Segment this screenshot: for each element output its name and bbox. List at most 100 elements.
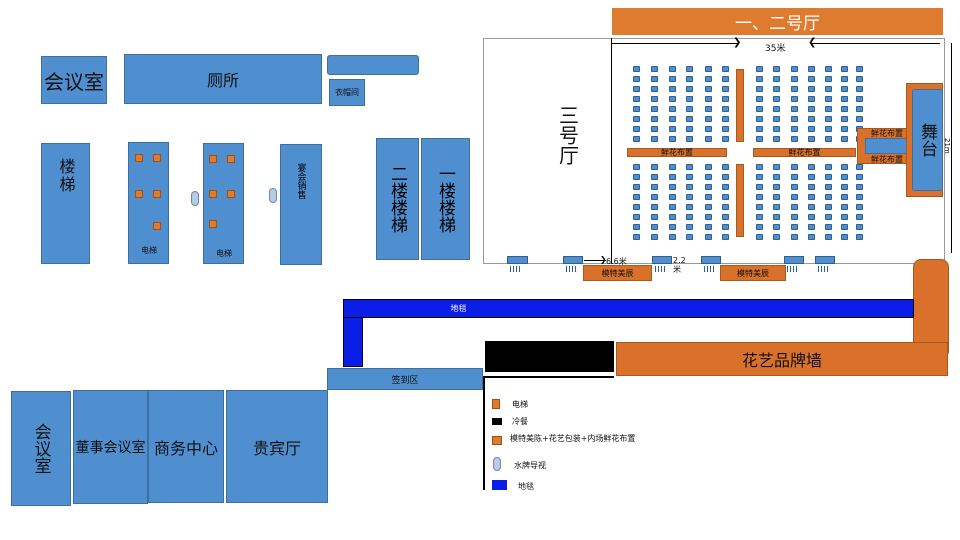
elevator-icon <box>153 154 161 162</box>
sign-in-area[interactable]: 签到区 <box>327 368 483 390</box>
seat-icon <box>633 116 640 122</box>
seat-icon <box>756 96 763 102</box>
restroom-label: 厕所 <box>206 71 239 90</box>
seat-icon <box>651 194 658 200</box>
seat-icon <box>825 214 832 220</box>
seat-icon <box>773 66 780 72</box>
seat-icon <box>825 204 832 210</box>
seat-icon <box>756 126 763 132</box>
seat-icon <box>686 194 693 200</box>
seat-icon <box>722 76 729 82</box>
seat-icon <box>856 106 863 112</box>
hall-1-2-label: 一、二号厅 <box>735 14 820 34</box>
divider-line <box>483 376 614 378</box>
seat-icon <box>808 224 815 230</box>
legend-label: 水牌导视 <box>514 461 546 470</box>
hall-3[interactable]: 三号厅 <box>548 100 588 170</box>
seat-icon <box>705 86 712 92</box>
dimension-line-right <box>812 43 940 44</box>
seat-icon <box>722 106 729 112</box>
seat-icon <box>705 106 712 112</box>
seat-icon <box>791 224 798 230</box>
seat-icon <box>633 106 640 112</box>
seat-icon <box>705 66 712 72</box>
seat-icon <box>722 86 729 92</box>
stage-flower-label-top: 鲜花布置 <box>871 128 903 138</box>
stage-label: 舞台 <box>917 123 937 157</box>
seat-icon <box>825 106 832 112</box>
flower-brand-wall[interactable]: 花艺品牌墙 <box>616 342 948 376</box>
model-display-2: 模特美辰 <box>720 265 786 281</box>
seat-icon <box>722 184 729 190</box>
seat-icon <box>808 184 815 190</box>
stairs-left[interactable]: 楼梯 <box>41 143 90 264</box>
seat-icon <box>651 76 658 82</box>
seat-icon <box>841 234 848 240</box>
seat-icon <box>841 164 848 170</box>
restroom[interactable]: 厕所 <box>124 54 322 104</box>
seat-icon <box>756 194 763 200</box>
seat-icon <box>756 214 763 220</box>
seat-icon <box>633 174 640 180</box>
flower-arrangement-right: 鲜花布置 <box>753 148 856 157</box>
seat-icon <box>651 66 658 72</box>
divider-line-vertical <box>483 376 485 490</box>
seat-icon <box>722 174 729 180</box>
water-sign-bench <box>652 256 672 272</box>
seat-icon <box>633 96 640 102</box>
seat-icon <box>791 86 798 92</box>
seat-icon <box>756 164 763 170</box>
seat-icon <box>705 184 712 190</box>
elevator-icon <box>227 155 235 163</box>
legend: 电梯 冷餐 模特美陈+花艺包装+内场鲜花布置 水牌导视 地毯 <box>490 396 650 496</box>
flower-arrangement-left: 鲜花布置 <box>627 148 727 157</box>
decor-legend-icon <box>492 436 502 445</box>
elevator-icon <box>209 190 217 198</box>
vip-hall[interactable]: 贵宾厅 <box>226 390 328 503</box>
seat-icon <box>856 194 863 200</box>
seat-icon <box>633 214 640 220</box>
seat-icon <box>633 234 640 240</box>
seat-icon <box>722 214 729 220</box>
seat-icon <box>651 86 658 92</box>
elevator-icon <box>209 155 217 163</box>
arrow-right-icon: ❯ <box>733 37 742 48</box>
seat-icon <box>686 184 693 190</box>
seat-icon <box>791 96 798 102</box>
seat-icon <box>669 116 676 122</box>
carpet-legend-icon <box>492 480 507 490</box>
seat-icon <box>773 204 780 210</box>
seat-icon <box>856 214 863 220</box>
seat-icon <box>791 66 798 72</box>
stage[interactable]: 舞台 <box>912 89 943 191</box>
seat-icon <box>705 96 712 102</box>
seat-icon <box>669 96 676 102</box>
seat-icon <box>633 86 640 92</box>
seat-icon <box>825 164 832 170</box>
banquet-sales[interactable]: 宴会销售 <box>280 144 322 265</box>
seat-icon <box>841 204 848 210</box>
cloakroom-label: 衣帽间 <box>335 88 359 97</box>
seat-icon <box>722 136 729 142</box>
meeting-room-bottom[interactable]: 会议室 <box>11 391 71 506</box>
legend-item-elevator: 电梯 <box>490 396 650 414</box>
arrow-right-icon: ❯ <box>600 255 607 264</box>
board-room[interactable]: 董事会议室 <box>73 390 148 504</box>
legend-item-decor: 模特美陈+花艺包装+内场鲜花布置 <box>490 432 650 456</box>
seat-icon <box>686 136 693 142</box>
seat-icon <box>841 214 848 220</box>
stairs-left-label: 楼梯 <box>56 158 76 194</box>
elevator-icon <box>153 190 161 198</box>
seat-icon <box>705 224 712 230</box>
stairs-1f[interactable]: 一楼楼梯 <box>421 138 470 260</box>
meeting-room-top[interactable]: 会议室 <box>41 56 107 104</box>
seat-icon <box>705 204 712 210</box>
width-dimension-label: 35米 <box>765 44 786 54</box>
cloakroom[interactable]: 衣帽间 <box>329 79 365 106</box>
seat-icon <box>686 234 693 240</box>
stairs-2f[interactable]: 二楼楼梯 <box>376 138 419 260</box>
seat-icon <box>791 106 798 112</box>
business-center[interactable]: 商务中心 <box>148 390 224 503</box>
hall-1-2-banner[interactable]: 一、二号厅 <box>612 8 943 35</box>
legend-item-carpet: 地毯 <box>490 478 650 496</box>
